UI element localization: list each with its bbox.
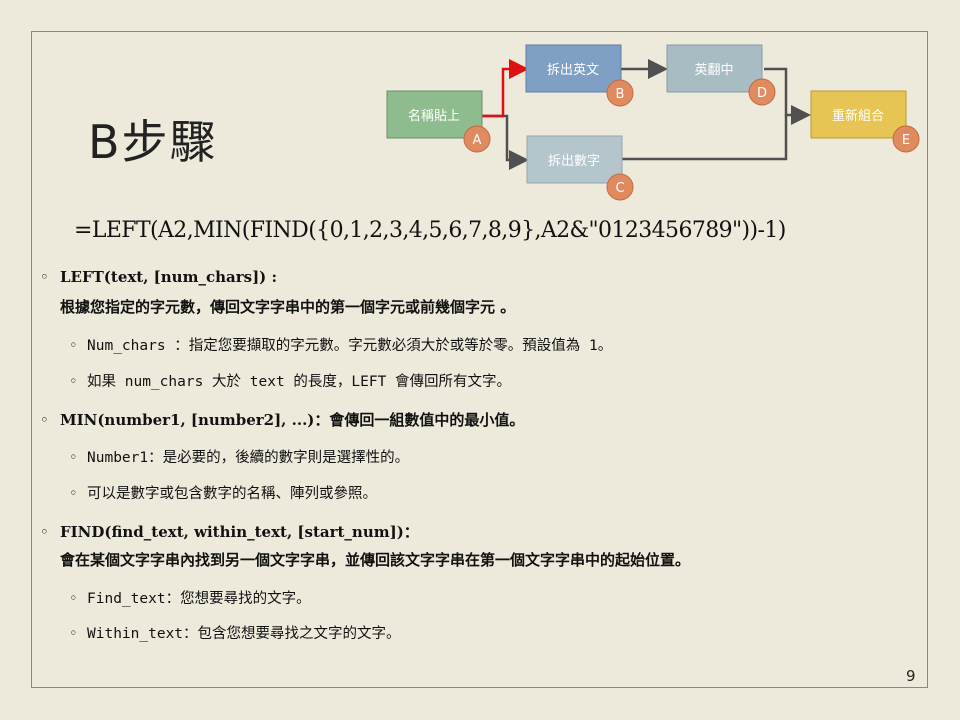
box-split-num — [526, 135, 623, 184]
box-paste-label: 名稱貼上 — [408, 108, 460, 124]
marker-a — [463, 125, 491, 153]
box-recombine-label: 重新組合 — [832, 108, 884, 124]
bullet-dot: ◦ — [69, 486, 78, 502]
bullet-left-head-text: LEFT(text, [num_chars]) : — [60, 268, 278, 286]
box-split-en-label: 拆出英文 — [547, 63, 599, 78]
bullet-left-item-2: ◦ 如果 num_chars 大於 text 的長度，LEFT 會傳回所有文字。 — [69, 370, 511, 391]
marker-d-label: D — [757, 86, 767, 101]
bullet-min-head: ◦ MIN(number1, [number2], ...)：會傳回一組數值中的最… — [40, 409, 524, 430]
bullet-dot: ◦ — [69, 338, 78, 354]
marker-b-label: B — [616, 87, 625, 102]
marker-e-label: E — [902, 133, 910, 148]
arrow-paste-to-split-en — [482, 59, 529, 118]
bullet-find-item-1: ◦ Find_text：您想要尋找的文字。 — [69, 587, 311, 608]
bullet-min-item-1-text: Number1：是必要的，後續的數字則是選擇性的。 — [87, 450, 410, 466]
formula-text: =LEFT(A2,MIN(FIND({0,1,2,3,4,5,6,7,8,9},… — [74, 218, 786, 243]
page-number: 9 — [906, 667, 916, 685]
marker-c — [606, 173, 634, 201]
bullet-left-head: ◦ LEFT(text, [num_chars]) : — [40, 268, 277, 286]
bullet-dot: ◦ — [69, 374, 78, 390]
bullet-min-item-1: ◦ Number1：是必要的，後續的數字則是選擇性的。 — [69, 446, 409, 467]
marker-c-label: C — [615, 181, 624, 196]
bullet-dot: ◦ — [40, 268, 49, 286]
arrow-split-num-to-recombine — [622, 115, 788, 161]
marker-e — [892, 125, 920, 153]
box-paste — [386, 90, 483, 139]
bullet-min-item-2-text: 可以是數字或包含數字的名稱、陣列或參照。 — [87, 486, 377, 502]
box-translate — [666, 44, 763, 93]
bullet-dot: ◦ — [69, 450, 78, 466]
box-recombine — [810, 90, 907, 139]
bullet-dot: ◦ — [69, 626, 78, 642]
marker-d — [748, 78, 776, 106]
bullet-left-item-1: ◦ Num_chars ：指定您要擷取的字元數。字元數必須大於或等於零。預設值為 … — [69, 334, 612, 355]
box-split-en — [525, 44, 622, 93]
box-split-num-label: 拆出數字 — [548, 154, 600, 169]
bullet-left-item-2-text: 如果 num_chars 大於 text 的長度，LEFT 會傳回所有文字。 — [87, 374, 512, 390]
box-translate-label: 英翻中 — [694, 63, 733, 78]
arrow-translate-to-recombine — [764, 67, 811, 125]
marker-a-label: A — [473, 133, 482, 148]
bullet-min-head-text: MIN(number1, [number2], ...)：會傳回一組數值中的最小… — [60, 411, 525, 429]
bullet-min-item-2: ◦ 可以是數字或包含數字的名稱、陣列或參照。 — [69, 482, 377, 503]
bullet-find-head-text: FIND(find_text, within_text, [start_num]… — [60, 523, 419, 541]
bullet-find-desc: 會在某個文字字串內找到另一個文字字串，並傳回該文字字串在第一個文字字串中的起始位… — [60, 551, 691, 569]
bullet-find-item-2-text: Within_text：包含您想要尋找之文字的文字。 — [87, 626, 401, 642]
slide-title: B步驟 — [88, 115, 218, 169]
bullet-dot: ◦ — [40, 523, 49, 541]
bullet-find-item-1-text: Find_text：您想要尋找的文字。 — [87, 591, 311, 607]
bullet-dot: ◦ — [40, 411, 49, 429]
bullet-dot: ◦ — [69, 591, 78, 607]
bullet-find-item-2: ◦ Within_text：包含您想要尋找之文字的文字。 — [69, 622, 401, 643]
bullet-find-head: ◦ FIND(find_text, within_text, [start_num… — [40, 521, 419, 542]
bullet-left-desc: 根據您指定的字元數，傳回文字字串中的第一個字元或前幾個字元 。 — [60, 298, 516, 316]
marker-b — [606, 79, 634, 107]
bullet-left-item-1-text: Num_chars ：指定您要擷取的字元數。字元數必須大於或等於零。預設值為 1… — [87, 338, 613, 354]
